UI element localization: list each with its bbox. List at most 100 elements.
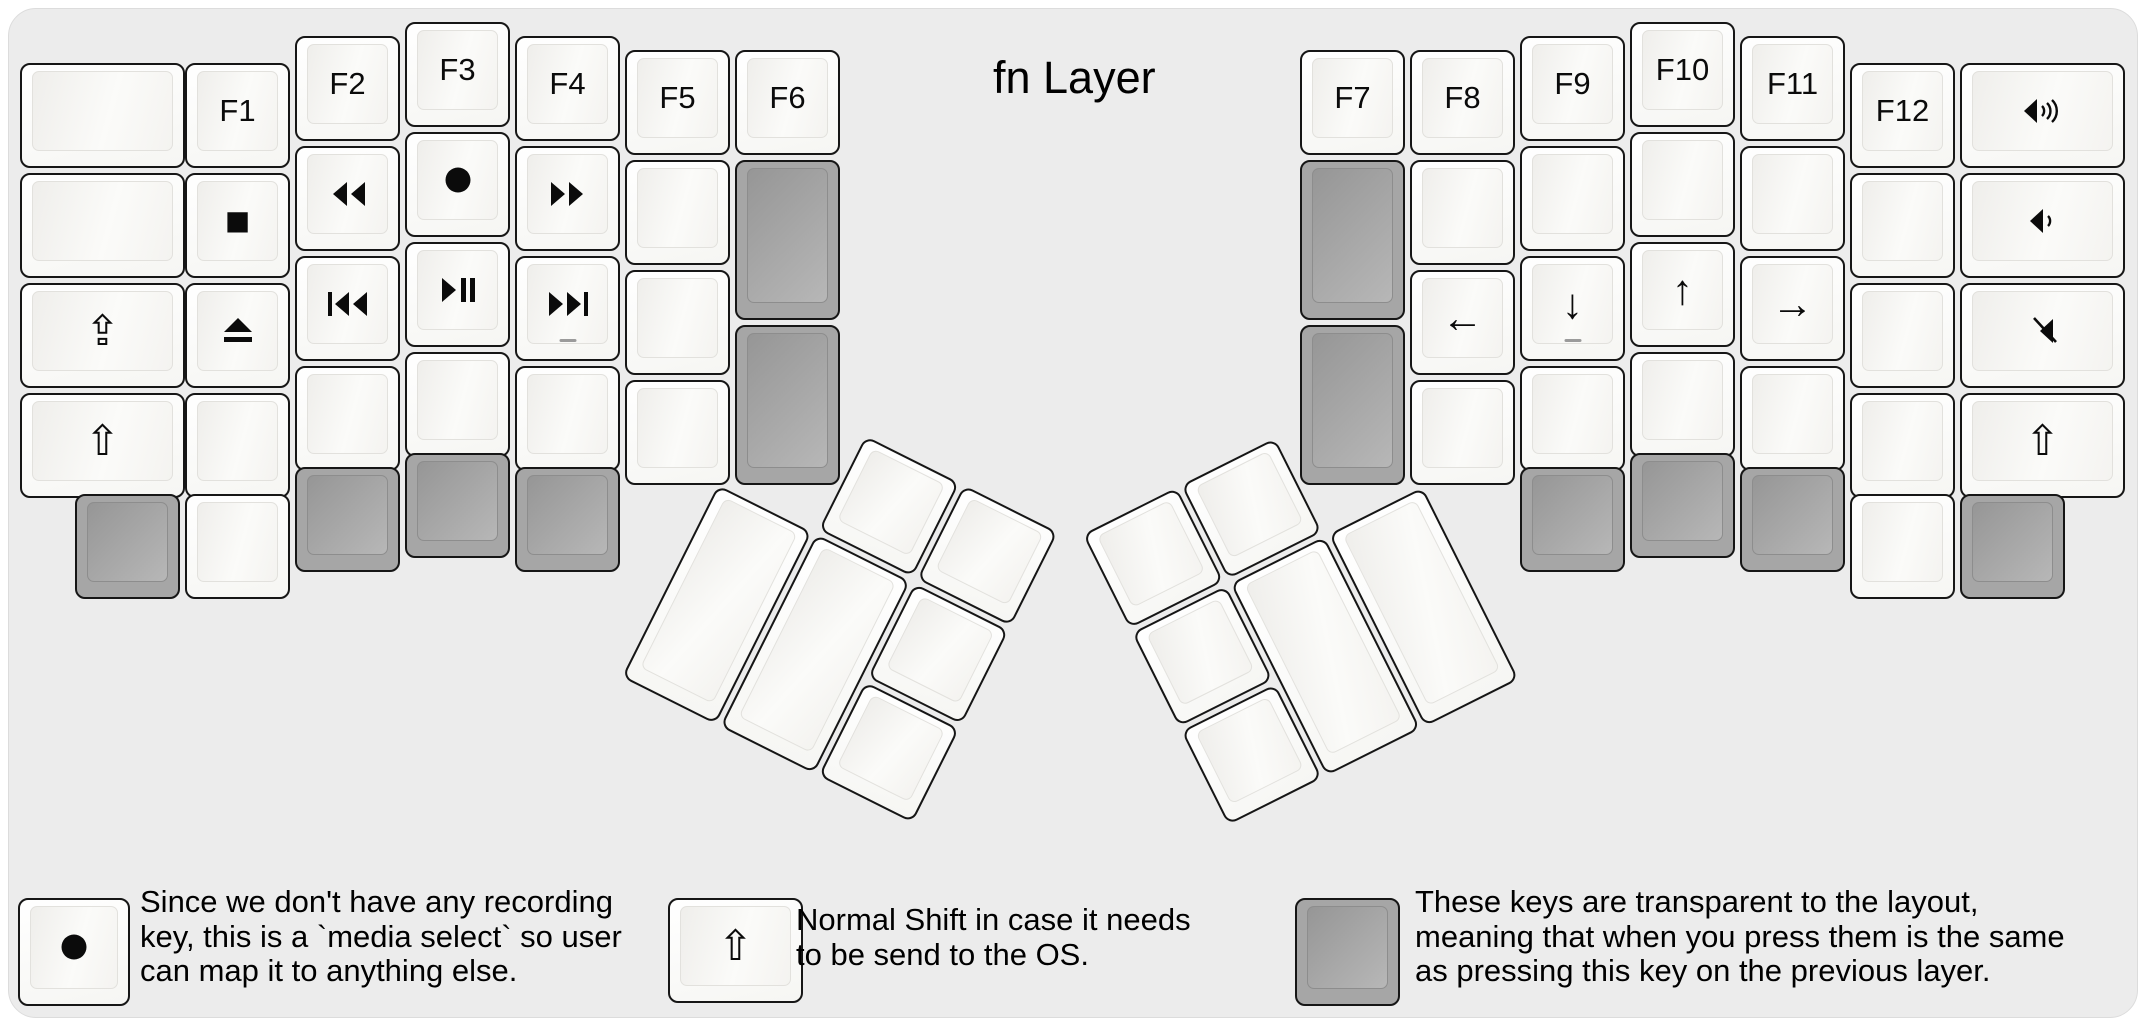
keycap-top	[1642, 461, 1723, 541]
keycap-top	[32, 401, 173, 481]
key-f12[interactable]: F12	[1850, 63, 1955, 168]
key-transparent[interactable]	[1520, 467, 1625, 572]
key-icon-holder	[1962, 65, 2123, 156]
key-shift-right[interactable]: ⇧	[1960, 393, 2125, 498]
key-blank[interactable]	[1850, 393, 1955, 498]
key-label: F7	[1334, 79, 1371, 115]
legend-key-transparent[interactable]	[1295, 898, 1400, 1006]
key-blank[interactable]	[185, 494, 290, 599]
key-label: F11	[1766, 65, 1819, 101]
key-blank[interactable]	[1850, 173, 1955, 278]
keycap-top	[1862, 291, 1943, 371]
keycap-top	[1532, 475, 1613, 555]
keycap-top	[1312, 58, 1393, 138]
key-blank[interactable]	[1520, 146, 1625, 251]
legend-line: These keys are transparent to the layout…	[1415, 884, 1979, 919]
key-f11[interactable]: F11	[1740, 36, 1845, 141]
key-blank[interactable]	[625, 270, 730, 375]
key-volume-down[interactable]	[1960, 173, 2125, 278]
key-label: F5	[659, 79, 696, 115]
key-transparent[interactable]	[75, 494, 180, 599]
key-play-pause[interactable]	[405, 242, 510, 347]
key-f1[interactable]: F1	[185, 63, 290, 168]
key-f7[interactable]: F7	[1300, 50, 1405, 155]
keycap-top	[417, 461, 498, 541]
key-mute[interactable]	[1960, 283, 2125, 388]
key-blank[interactable]	[1850, 494, 1955, 599]
key-label: ⇧	[717, 922, 754, 969]
key-blank[interactable]	[515, 366, 620, 471]
key-transparent[interactable]	[1300, 160, 1405, 320]
key-blank[interactable]	[1630, 352, 1735, 457]
key-next-track[interactable]	[515, 256, 620, 361]
key-blank[interactable]	[1740, 366, 1845, 471]
key-f10[interactable]: F10	[1630, 22, 1735, 127]
key-eject[interactable]	[185, 283, 290, 388]
key-f3[interactable]: F3	[405, 22, 510, 127]
key-transparent[interactable]	[1740, 467, 1845, 572]
key-transparent[interactable]	[1960, 494, 2065, 599]
key-f9[interactable]: F9	[1520, 36, 1625, 141]
right-thumb-cluster	[1082, 438, 1526, 829]
key-blank[interactable]	[1410, 160, 1515, 265]
key-fast-forward[interactable]	[515, 146, 620, 251]
keycap-top	[1642, 140, 1723, 220]
legend-key-record[interactable]	[18, 898, 130, 1006]
key-prev-track[interactable]	[295, 256, 400, 361]
keycap-top	[836, 694, 946, 803]
key-arrow-down[interactable]: ↓	[1520, 256, 1625, 361]
key-blank[interactable]	[625, 380, 730, 485]
legend-transparent-text: These keys are transparent to the layout…	[1415, 884, 2065, 989]
key-blank[interactable]	[185, 393, 290, 498]
key-f8[interactable]: F8	[1410, 50, 1515, 155]
key-blank[interactable]	[625, 160, 730, 265]
key-transparent[interactable]	[1300, 325, 1405, 485]
key-arrow-left[interactable]: ←	[1410, 270, 1515, 375]
key-transparent[interactable]	[1630, 453, 1735, 558]
key-blank[interactable]	[20, 63, 185, 168]
key-f2[interactable]: F2	[295, 36, 400, 141]
key-arrow-up[interactable]: ↑	[1630, 242, 1735, 347]
key-transparent[interactable]	[295, 467, 400, 572]
key-shift-left[interactable]: ⇧	[20, 393, 185, 498]
key-f6[interactable]: F6	[735, 50, 840, 155]
key-caps-lock[interactable]: ⇪	[20, 283, 185, 388]
key-blank[interactable]	[1630, 132, 1735, 237]
key-label: F3	[439, 51, 476, 87]
key-transparent[interactable]	[735, 325, 840, 485]
keycap-top	[1195, 450, 1304, 559]
key-arrow-right[interactable]: →	[1740, 256, 1845, 361]
left-thumb-cluster	[619, 435, 1058, 829]
key-blank[interactable]	[20, 173, 185, 278]
keycap-top	[1422, 278, 1503, 358]
key-transparent[interactable]	[515, 467, 620, 572]
key-icon-holder	[297, 148, 398, 239]
key-blank[interactable]	[1520, 366, 1625, 471]
key-rewind[interactable]	[295, 146, 400, 251]
keycap-top	[836, 448, 946, 557]
key-f5[interactable]: F5	[625, 50, 730, 155]
key-record[interactable]	[405, 132, 510, 237]
key-volume-up[interactable]	[1960, 63, 2125, 168]
legend-key-shift[interactable]: ⇧	[668, 898, 803, 1003]
keycap-top	[1312, 333, 1393, 468]
key-blank[interactable]	[405, 352, 510, 457]
key-blank[interactable]	[295, 366, 400, 471]
key-transparent[interactable]	[405, 453, 510, 558]
key-blank[interactable]	[1850, 283, 1955, 388]
keycap-top	[1532, 44, 1613, 124]
keycap-top	[32, 71, 173, 151]
key-f4[interactable]: F4	[515, 36, 620, 141]
key-transparent[interactable]	[735, 160, 840, 320]
keycap-top	[1642, 30, 1723, 110]
legend-record-text: Since we don't have any recording key, t…	[140, 884, 622, 989]
key-blank[interactable]	[1410, 380, 1515, 485]
keycap-top	[1312, 168, 1393, 303]
key-blank[interactable]	[1740, 146, 1845, 251]
key-stop[interactable]: ■	[185, 173, 290, 278]
keycap-top	[417, 360, 498, 440]
keycap-top	[1752, 154, 1833, 234]
keycap-top	[1642, 360, 1723, 440]
key-label: ↓	[1562, 279, 1583, 327]
keycap-top	[1862, 71, 1943, 151]
